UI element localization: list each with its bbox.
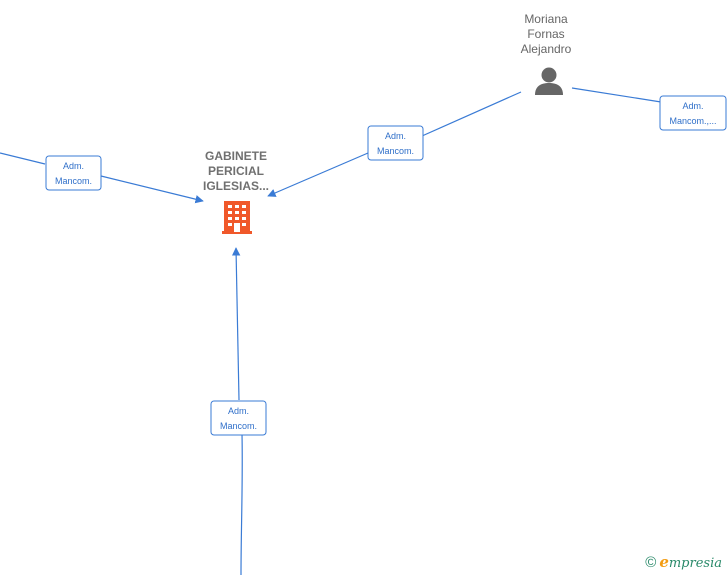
person-name[interactable]: Moriana Fornas Alejandro xyxy=(496,12,596,57)
edge-bottom-to-company[interactable]: Adm. Mancom. xyxy=(210,247,267,575)
edge-label-line-2: Mancom. xyxy=(55,176,92,186)
edge-arrow xyxy=(231,247,241,401)
edge-label[interactable]: Adm. Mancom. xyxy=(45,155,102,191)
edge-label-box xyxy=(45,155,102,191)
watermark: © empresia xyxy=(645,553,722,571)
edge-line xyxy=(571,87,662,103)
company-name-line-1: GABINETE xyxy=(204,149,267,163)
copyright-icon: © xyxy=(645,553,657,571)
person-name-line-2: Fornas xyxy=(527,27,565,41)
edge-label[interactable]: Adm. Mancom. xyxy=(367,125,424,161)
brand-name: mpresia xyxy=(668,556,722,571)
edge-label-box xyxy=(210,400,267,436)
company-name[interactable]: GABINETE PERICIAL IGLESIAS... xyxy=(176,149,296,194)
edge-label-line-2: Mancom. xyxy=(220,421,257,431)
edge-label-box xyxy=(659,95,727,131)
person-name-line-3: Alejandro xyxy=(520,42,572,56)
edge-line xyxy=(240,433,243,575)
edge-label-line-2: Mancom. xyxy=(377,146,414,156)
edge-label-line-2: Mancom.,... xyxy=(669,116,716,126)
edge-person-to-company[interactable]: Adm. Mancom. xyxy=(267,91,522,197)
edge-arrow xyxy=(100,175,204,204)
person-icon[interactable] xyxy=(533,66,565,96)
edge-label-line-1: Adm. xyxy=(385,131,406,141)
edge-label-line-1: Adm. xyxy=(228,406,249,416)
edge-line xyxy=(0,152,46,165)
edge-label[interactable]: Adm. Mancom. xyxy=(210,400,267,436)
company-name-line-3: IGLESIAS... xyxy=(202,179,269,193)
edge-label-line-1: Adm. xyxy=(63,161,84,171)
person-name-line-1: Moriana xyxy=(524,12,568,26)
company-name-line-2: PERICIAL xyxy=(207,164,264,178)
edge-label-line-1: Adm. xyxy=(682,101,703,111)
brand-initial: e xyxy=(659,553,669,571)
brand-logo: empresia xyxy=(659,553,722,571)
edge-label[interactable]: Adm. Mancom.,... xyxy=(659,95,727,131)
edge-label-box xyxy=(367,125,424,161)
edge-arrow xyxy=(267,152,369,197)
edge-left-to-company[interactable]: Adm. Mancom. xyxy=(0,152,204,204)
edge-person-to-right[interactable]: Adm. Mancom.,... xyxy=(571,87,727,131)
building-icon[interactable] xyxy=(221,199,253,235)
edge-line xyxy=(421,91,522,137)
